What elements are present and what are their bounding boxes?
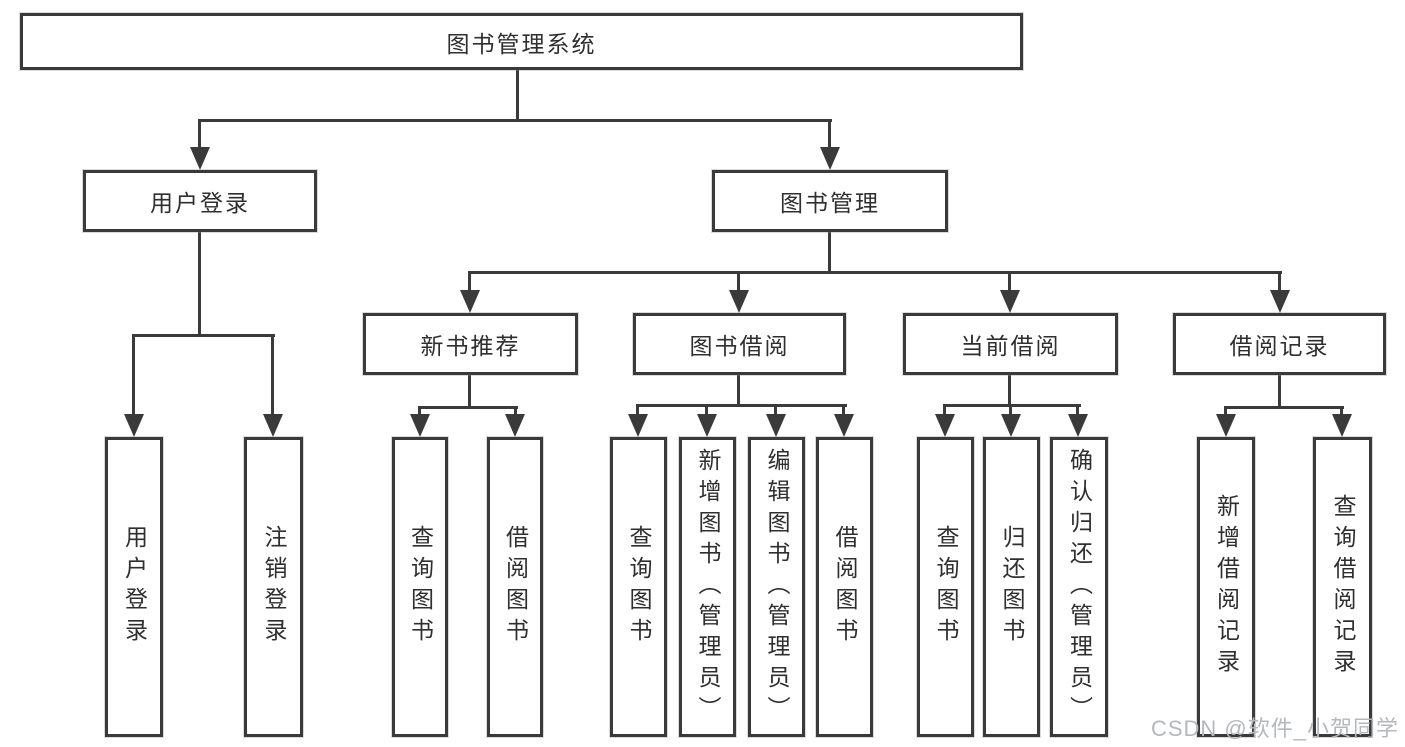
arrow-down-cb-confirm (1068, 414, 1088, 437)
arrow-down-bb-edit (766, 414, 786, 437)
node-current-borrow-label: 当前借阅 (960, 333, 1061, 359)
arrow-down-bb-borrow (834, 414, 854, 437)
node-user-login-label: 用户登录 (150, 190, 250, 216)
arrow-down-leaf-logout (263, 414, 283, 437)
leaf-bb-edit-books-admin: 编辑图书（管理员） (748, 437, 805, 737)
connector-stem-cb-query (943, 404, 946, 416)
connector-stem-user-login (198, 119, 201, 150)
connector-stem-bb-add (705, 404, 708, 416)
leaf-bb-edit-books-admin-label: 编辑图书（管理员） (764, 447, 790, 727)
leaf-cb-return-books-label: 归还图书 (999, 525, 1025, 649)
connector-stem-br-query (1340, 406, 1343, 416)
leaf-logout: 注销登录 (244, 437, 303, 737)
leaf-br-add-record-label: 新增借阅记录 (1213, 494, 1240, 680)
watermark: CSDN @软件_小贺同学 (1150, 716, 1399, 741)
node-current-borrow: 当前借阅 (903, 313, 1118, 375)
leaf-cb-query-books-label: 查询图书 (933, 525, 959, 649)
leaf-bb-add-books-admin: 新增图书（管理员） (679, 437, 736, 737)
leaf-bb-add-books-admin-label: 新增图书（管理员） (695, 447, 721, 727)
leaf-user-login-label: 用户登录 (121, 525, 148, 649)
node-root: 图书管理系统 (20, 13, 1023, 70)
connector-book-borrow-vertical (737, 375, 740, 406)
arrow-down-nb-query (410, 414, 430, 437)
connector-stem-current-borrow (1008, 271, 1011, 293)
connector-current-borrow-vertical (1008, 375, 1011, 406)
connector-book-management-vertical (828, 232, 831, 274)
connector-stem-book-borrow (737, 271, 740, 293)
connector-stem-bb-query (636, 404, 639, 416)
leaf-br-query-record-label: 查询借阅记录 (1330, 494, 1356, 680)
node-book-management: 图书管理 (712, 170, 948, 232)
connector-level3-horizontal (468, 271, 1282, 274)
connector-stem-bb-borrow (842, 404, 845, 416)
leaf-nb-borrow-books: 借阅图书 (487, 437, 543, 737)
leaf-nb-query-books: 查询图书 (392, 437, 448, 737)
leaf-cb-query-books: 查询图书 (917, 437, 974, 737)
arrow-down-bb-query (628, 414, 648, 437)
connector-stem-bb-edit (774, 404, 777, 416)
connector-stem-leaf-login (132, 334, 135, 416)
arrow-down-new-book (460, 290, 480, 313)
arrow-down-borrow-records (1270, 290, 1290, 313)
arrow-down-user-login (190, 147, 210, 170)
arrow-down-book-borrow (729, 290, 749, 313)
connector-user-login-horizontal (132, 334, 275, 337)
leaf-nb-borrow-books-label: 借阅图书 (502, 525, 529, 649)
arrow-down-leaf-login (124, 414, 144, 437)
node-root-label: 图书管理系统 (446, 30, 597, 57)
arrow-down-cb-query (935, 414, 955, 437)
node-new-book-recommend: 新书推荐 (363, 313, 578, 375)
leaf-bb-borrow-books-label: 借阅图书 (832, 525, 858, 649)
connector-current-borrow-horizontal (943, 404, 1081, 407)
leaf-logout-label: 注销登录 (261, 525, 287, 649)
arrow-down-br-add (1216, 414, 1236, 437)
node-borrow-records: 借阅记录 (1173, 313, 1386, 375)
connector-stem-br-add (1224, 406, 1227, 416)
leaf-bb-query-books-label: 查询图书 (626, 525, 652, 649)
node-book-borrow: 图书借阅 (633, 313, 846, 375)
leaf-br-query-record: 查询借阅记录 (1313, 437, 1372, 737)
connector-user-login-vertical (198, 232, 201, 336)
connector-stem-new-book (468, 271, 471, 293)
connector-new-book-horizontal (418, 406, 518, 409)
connector-borrow-records-horizontal (1224, 406, 1344, 409)
connector-root-vertical (516, 70, 519, 121)
arrow-down-br-query (1332, 414, 1352, 437)
connector-stem-book-management (828, 119, 831, 150)
connector-root-horizontal (198, 119, 832, 122)
node-borrow-records-label: 借阅记录 (1229, 333, 1330, 359)
leaf-cb-return-books: 归还图书 (983, 437, 1040, 737)
connector-stem-nb-borrow (514, 406, 517, 416)
connector-new-book-vertical (468, 375, 471, 408)
connector-stem-borrow-records (1278, 271, 1281, 293)
arrow-down-nb-borrow (505, 414, 525, 437)
arrow-down-cb-return (1001, 414, 1021, 437)
node-new-book-recommend-label: 新书推荐 (420, 333, 521, 359)
arrow-down-bb-add (697, 414, 717, 437)
node-book-management-label: 图书管理 (780, 190, 880, 216)
connector-stem-leaf-logout (271, 334, 274, 416)
leaf-cb-confirm-return-admin-label: 确认归还（管理员） (1066, 447, 1093, 727)
connector-borrow-records-vertical (1278, 375, 1281, 408)
leaf-br-add-record: 新增借阅记录 (1197, 437, 1255, 737)
node-book-borrow-label: 图书借阅 (689, 333, 790, 359)
node-user-login: 用户登录 (83, 170, 317, 232)
arrow-down-current-borrow (1000, 290, 1020, 313)
connector-stem-cb-return (1009, 404, 1012, 416)
connector-book-borrow-horizontal (636, 404, 847, 407)
leaf-nb-query-books-label: 查询图书 (407, 525, 434, 649)
connector-stem-cb-confirm (1076, 404, 1079, 416)
leaf-bb-query-books: 查询图书 (610, 437, 667, 737)
leaf-cb-confirm-return-admin: 确认归还（管理员） (1050, 437, 1108, 737)
connector-stem-nb-query (418, 406, 421, 416)
leaf-user-login: 用户登录 (105, 437, 163, 737)
leaf-bb-borrow-books: 借阅图书 (816, 437, 873, 737)
arrow-down-book-management (820, 147, 840, 170)
